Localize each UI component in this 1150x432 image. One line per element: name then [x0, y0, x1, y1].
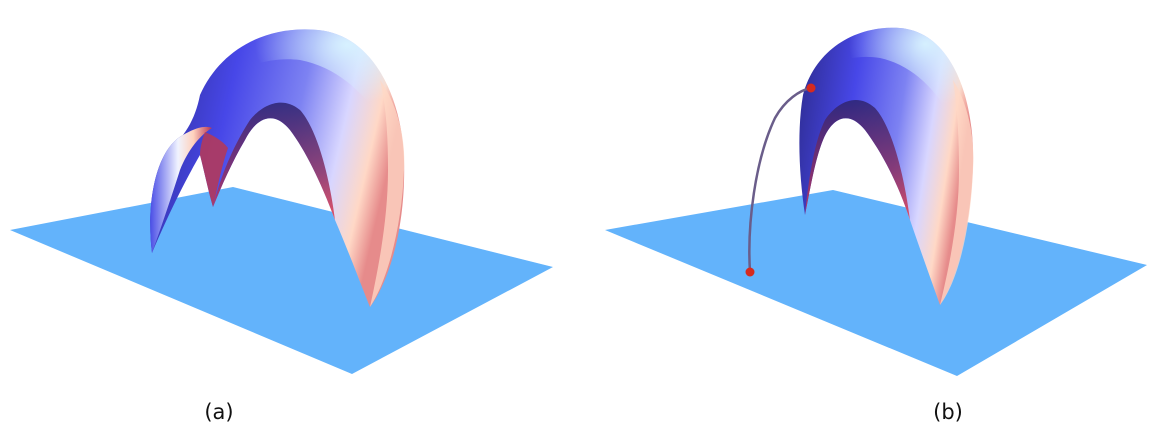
start-point-marker	[745, 267, 755, 277]
end-point-marker	[806, 83, 816, 93]
panel-a: (a)	[10, 29, 553, 424]
ground-plane	[10, 187, 553, 374]
panel-a-caption: (a)	[204, 400, 234, 424]
panel-b-illustration	[605, 27, 1147, 376]
panel-a-illustration	[10, 29, 553, 374]
arch-surface	[799, 27, 974, 305]
ground-plane	[605, 190, 1147, 376]
panel-b: (b)	[575, 0, 1150, 432]
path-curve	[748, 86, 812, 273]
panel-b-caption: (b)	[933, 400, 963, 424]
arch-surface	[150, 29, 405, 308]
